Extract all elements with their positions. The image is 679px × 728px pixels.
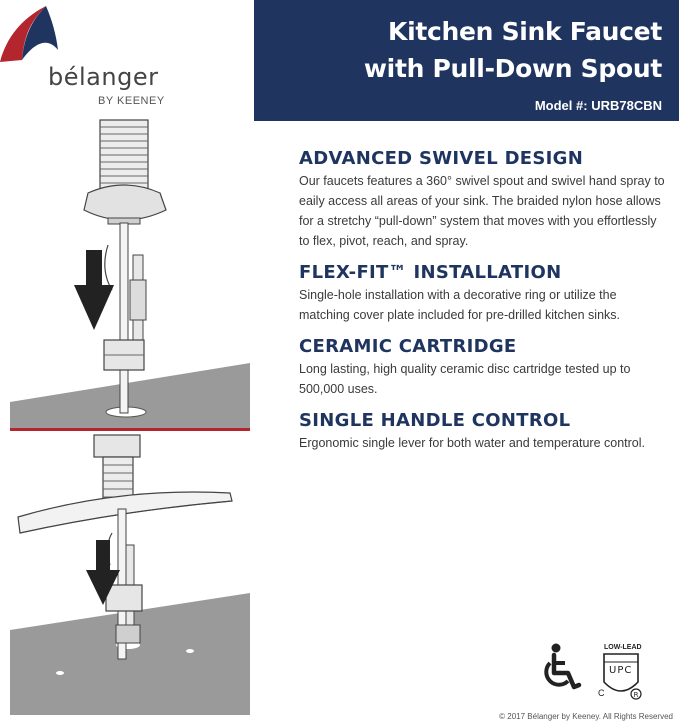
model-value: URB78CBN [591,98,662,113]
wheelchair-icon [544,643,582,690]
feature-ceramic: CERAMIC CARTRIDGE Long lasting, high qua… [299,335,669,399]
header-banner: Kitchen Sink Faucet with Pull-Down Spout… [254,0,679,121]
feature-title: CERAMIC CARTRIDGE [299,336,517,357]
product-title-line2: with Pull-Down Spout [363,54,662,83]
brand-name: bélanger [48,63,159,91]
feature-text: Our faucets features a 360° swivel spout… [299,174,665,248]
feature-swivel: ADVANCED SWIVEL DESIGN Our faucets featu… [299,147,669,251]
model-label: Model #: [534,98,588,113]
feature-handle: SINGLE HANDLE CONTROL Ergonomic single l… [299,409,669,453]
upc-certification-mark: R LOW-LEAD UPC C [598,640,644,706]
product-title-line1: Kitchen Sink Faucet [388,17,662,46]
upc-top-label: LOW-LEAD [604,644,642,651]
svg-text:R: R [634,691,639,699]
feature-flex-fit: FLEX-FIT™ INSTALLATION Single-hole insta… [299,261,669,325]
faucet-installation-illustration [10,119,250,715]
feature-text: Ergonomic single lever for both water an… [299,436,646,450]
feature-title: ADVANCED SWIVEL DESIGN [299,148,584,169]
model-number: Model #: URB78CBN [535,98,662,113]
feature-title: FLEX-FIT™ INSTALLATION [299,262,562,283]
brand-subtitle: BY KEENEY [98,95,165,107]
upc-mark-label: UPC [609,665,633,676]
brand-swoosh-icon [0,6,58,62]
upc-left-label: C [598,688,605,698]
copyright-notice: © 2017 Bélanger by Keeney. All Rights Re… [499,712,673,721]
feature-title: SINGLE HANDLE CONTROL [299,410,571,431]
brand-logo: bélanger BY KEENEY [0,0,250,120]
product-title: Kitchen Sink Faucet with Pull-Down Spout [364,13,662,87]
feature-text: Long lasting, high quality ceramic disc … [299,362,631,396]
upc-shield-icon: R [603,653,642,700]
feature-text: Single-hole installation with a decorati… [299,288,620,322]
feature-list: ADVANCED SWIVEL DESIGN Our faucets featu… [299,147,669,463]
